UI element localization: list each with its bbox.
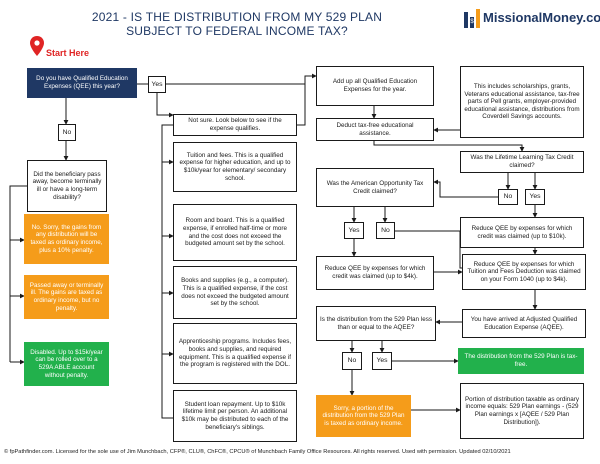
svg-text:$: $ <box>470 19 474 25</box>
llc-no: No <box>498 189 518 205</box>
logo-text: MissionalMoney.com <box>483 10 600 25</box>
qee-no: No <box>58 124 76 141</box>
beneficiary-question: Did the beneficiary pass away, become te… <box>27 160 107 212</box>
outcome-passed-away: Passed away or terminally ill. The gains… <box>24 275 109 319</box>
tuition-fees-box: Tuition and fees. This is a qualified ex… <box>173 142 297 192</box>
outcome-taxed-portion: Sorry, a portion of the distribution fro… <box>316 395 411 437</box>
reduce-qee-4k-box: Reduce QEE by expenses for which credit … <box>316 256 434 290</box>
brand-logo: $ MissionalMoney.com <box>463 8 600 30</box>
educational-assistance-includes-box: This includes scholarships, grants, Vete… <box>460 66 584 138</box>
copyright-footer: © fpPathfinder.com. Licensed for the sol… <box>4 449 511 455</box>
outcome-disabled: Disabled. Up to $15k/year can be rolled … <box>24 342 109 386</box>
llc-question: Was the Lifetime Learning Tax Credit cla… <box>460 151 584 173</box>
distribution-question: Is the distribution from the 529 Plan le… <box>316 306 436 341</box>
aqee-box: You have arrived at Adjusted Qualified E… <box>462 309 586 338</box>
outcome-tax-free: The distribution from the 529 Plan is ta… <box>458 348 584 374</box>
map-pin-icon <box>30 36 44 56</box>
aotc-no: No <box>376 222 395 239</box>
page-title: 2021 - IS THE DISTRIBUTION FROM MY 529 P… <box>72 10 402 38</box>
qee-question: Do you have Qualified Education Expenses… <box>27 68 137 98</box>
logo-mark-icon: $ <box>464 9 480 28</box>
title-line-1: 2021 - IS THE DISTRIBUTION FROM MY 529 P… <box>91 10 383 24</box>
tuition-deduction-box: Reduce QEE by expenses for which Tuition… <box>462 254 586 290</box>
reduce-qee-10k-box: Reduce QEE by expenses for which credit … <box>460 217 584 248</box>
student-loan-box: Student loan repayment. Up to $10k lifet… <box>173 390 297 442</box>
taxable-portion-formula-box: Portion of distribution taxable as ordin… <box>460 383 584 439</box>
distribution-yes: Yes <box>372 352 392 370</box>
room-board-box: Room and board. This is a qualified expe… <box>173 204 297 261</box>
deduct-assistance-box: Deduct tax-free educational assistance. <box>316 118 434 141</box>
distribution-no: No <box>342 352 362 370</box>
aotc-question: Was the American Opportunity Tax Credit … <box>316 168 434 207</box>
books-supplies-box: Books and supplies (e.g., a computer). T… <box>173 266 297 319</box>
add-up-qee-box: Add up all Qualified Education Expenses … <box>316 66 434 106</box>
outcome-no-penalty: No. Sorry, the gains from any distributi… <box>24 214 109 264</box>
apprenticeship-box: Apprenticeship programs. Includes fees, … <box>173 323 297 384</box>
llc-yes: Yes <box>525 189 545 205</box>
not-sure-box: Not sure. Look below to see if the expen… <box>173 114 297 136</box>
start-here-label: Start Here <box>46 48 90 58</box>
aotc-yes: Yes <box>344 222 364 239</box>
qee-yes: Yes <box>148 76 166 93</box>
title-line-2: SUBJECT TO FEDERAL INCOME TAX? <box>126 24 348 38</box>
